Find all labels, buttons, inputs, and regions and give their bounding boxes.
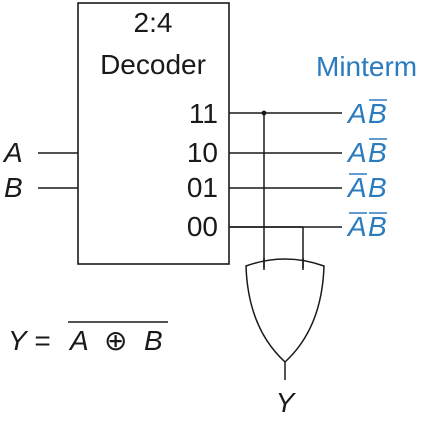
- decoder-title-line2: Decoder: [100, 49, 206, 80]
- minterm-1-first-letter: A: [346, 137, 367, 168]
- junction-dot-11: [261, 110, 267, 116]
- xor-symbol: ⊕: [104, 325, 127, 356]
- input-a-label: A: [2, 137, 23, 168]
- decoder-output-11: 11: [189, 98, 218, 129]
- minterm-3-first-letter: A: [346, 211, 367, 242]
- minterm-2-second-letter: B: [368, 172, 387, 203]
- decoder-output-10: 10: [187, 137, 218, 168]
- gate-output-y-label: Y: [276, 387, 297, 418]
- minterm-0-second-letter: B: [368, 98, 387, 129]
- minterm-0-first-letter: A: [346, 98, 367, 129]
- decoder-title-line1: 2:4: [134, 7, 173, 38]
- minterm-3-second-letter: B: [368, 211, 387, 242]
- minterm-2-first-letter: A: [346, 172, 367, 203]
- decoder-output-01: 01: [187, 172, 218, 203]
- input-b-label: B: [4, 172, 23, 203]
- equation-lhs: Y =: [8, 325, 50, 356]
- equation-operand-b: B: [144, 325, 163, 356]
- equation-operand-a: A: [68, 325, 89, 356]
- minterm-header: Minterm: [316, 51, 417, 82]
- decoder-box: [77, 2, 230, 265]
- or-gate: [245, 258, 325, 364]
- decoder-output-00: 00: [187, 211, 218, 242]
- minterm-1-second-letter: B: [368, 137, 387, 168]
